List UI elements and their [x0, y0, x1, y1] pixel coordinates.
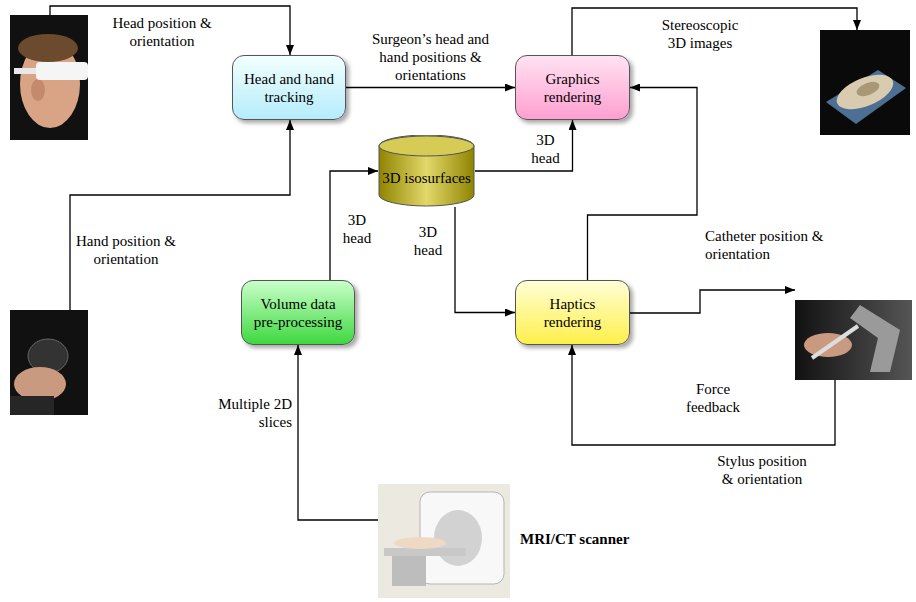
node-text: Haptics rendering [522, 295, 623, 331]
goggles [36, 62, 88, 80]
leader-line [630, 290, 795, 313]
scanner-bore [434, 510, 482, 566]
ear-shape [31, 79, 45, 101]
edge-label: Catheter position & orientation [705, 227, 835, 263]
edge-label: 3D head [407, 223, 449, 259]
leader-line [572, 345, 835, 445]
hair-shape [18, 34, 78, 62]
scanner-node: MRI/CT scanner [378, 484, 643, 596]
haptic-photo [795, 300, 912, 380]
flow-arrow [455, 207, 515, 313]
annotation-label: Stylus position & orientation [712, 452, 812, 488]
flow-arrow [330, 171, 378, 280]
process-box: Graphics rendering [515, 55, 630, 120]
cylinder-top [379, 136, 474, 156]
hand-photo [10, 310, 88, 415]
node-text: MRI/CT scanner [520, 530, 629, 548]
cylinder-body [379, 135, 474, 206]
node-text: Volume data pre-processing [248, 295, 348, 331]
data-store-cylinder: 3D isosurfaces [378, 135, 475, 207]
patient-shape [394, 537, 446, 549]
process-box: Head and hand tracking [232, 55, 346, 120]
bed-base [392, 556, 426, 586]
edge-label: 3D head [336, 211, 378, 247]
process-box: Volume data pre-processing [241, 280, 355, 345]
node-text: Head and hand tracking [239, 70, 339, 106]
skull-detail [855, 79, 882, 99]
annotation-label: Head position & orientation [112, 14, 212, 50]
head-photo [10, 15, 88, 140]
stylus-shape [812, 326, 858, 358]
node-text: 3D isosurfaces [382, 169, 471, 187]
annotation-label: Stereoscopic 3D images [655, 16, 745, 52]
scanner-photo [378, 484, 510, 598]
flow-arrow [298, 345, 378, 520]
skull-render [832, 68, 898, 116]
edge-label: 3D head [525, 131, 567, 167]
screen-photo [820, 30, 910, 135]
flow-arrow [475, 120, 573, 171]
annotation-label: Hand position & orientation [76, 232, 176, 268]
node-text: Graphics rendering [522, 70, 623, 106]
edge-label: Multiple 2D slices [202, 395, 292, 431]
flow-arrow [346, 87, 515, 88]
scanner-bed [384, 548, 466, 556]
hand-shape [14, 367, 66, 401]
leader-line [50, 6, 290, 55]
haptic-arm [850, 305, 900, 372]
leader-line [572, 8, 857, 55]
sleeve-shape [10, 396, 54, 415]
process-box: Haptics rendering [515, 280, 630, 345]
annotation-label: Force feedback [680, 380, 746, 416]
edge-label: Surgeon’s head and hand positions & orie… [356, 30, 506, 84]
